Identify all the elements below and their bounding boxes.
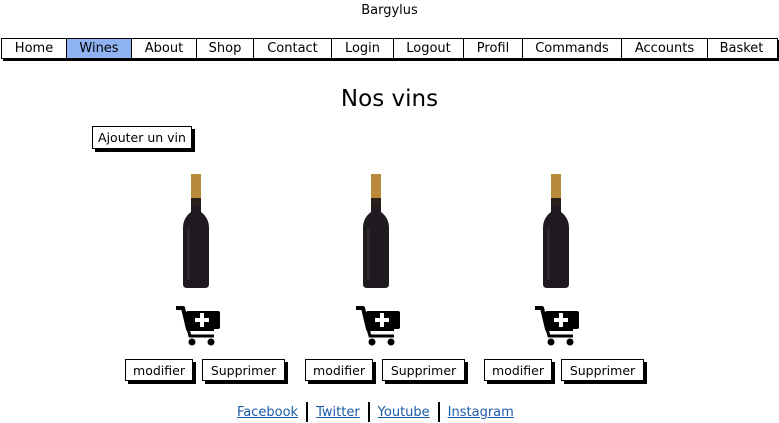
delete-wine-button[interactable]: Supprimer [561, 359, 644, 381]
site-title: Bargylus [361, 3, 418, 18]
delete-wine-button[interactable]: Supprimer [202, 359, 285, 381]
nav-login[interactable]: Login [332, 39, 394, 58]
nav-wines[interactable]: Wines [67, 39, 132, 58]
separator [367, 402, 370, 422]
footer-links: Facebook Twitter Youtube Instagram [229, 401, 522, 423]
instagram-link[interactable]: Instagram [447, 404, 514, 420]
add-wine-button[interactable]: Ajouter un vin [92, 126, 192, 149]
wine-bottle-icon [363, 174, 389, 288]
nav-profil[interactable]: Profil [464, 39, 523, 58]
separator [437, 402, 440, 422]
edit-wine-button[interactable]: modifier [484, 359, 552, 381]
edit-wine-button[interactable]: modifier [125, 359, 193, 381]
nav-accounts[interactable]: Accounts [622, 39, 708, 58]
nav-about[interactable]: About [132, 39, 197, 58]
wine-bottle-icon [543, 174, 569, 288]
twitter-link[interactable]: Twitter [316, 404, 360, 420]
page-title: Nos vins [340, 86, 439, 112]
add-to-cart-icon[interactable] [533, 305, 583, 347]
add-to-cart-icon[interactable] [174, 305, 224, 347]
separator [306, 402, 309, 422]
nav-contact[interactable]: Contact [254, 39, 332, 58]
facebook-link[interactable]: Facebook [237, 404, 299, 420]
nav-logout[interactable]: Logout [394, 39, 464, 58]
nav-commands[interactable]: Commands [523, 39, 622, 58]
add-to-cart-icon[interactable] [354, 305, 404, 347]
delete-wine-button[interactable]: Supprimer [382, 359, 465, 381]
main-navigation: Home Wines About Shop Contact Login Logo… [1, 38, 778, 59]
nav-home[interactable]: Home [2, 39, 67, 58]
edit-wine-button[interactable]: modifier [305, 359, 373, 381]
nav-shop[interactable]: Shop [197, 39, 254, 58]
youtube-link[interactable]: Youtube [377, 404, 430, 420]
nav-basket[interactable]: Basket [719, 41, 764, 56]
wine-bottle-icon [183, 174, 209, 288]
